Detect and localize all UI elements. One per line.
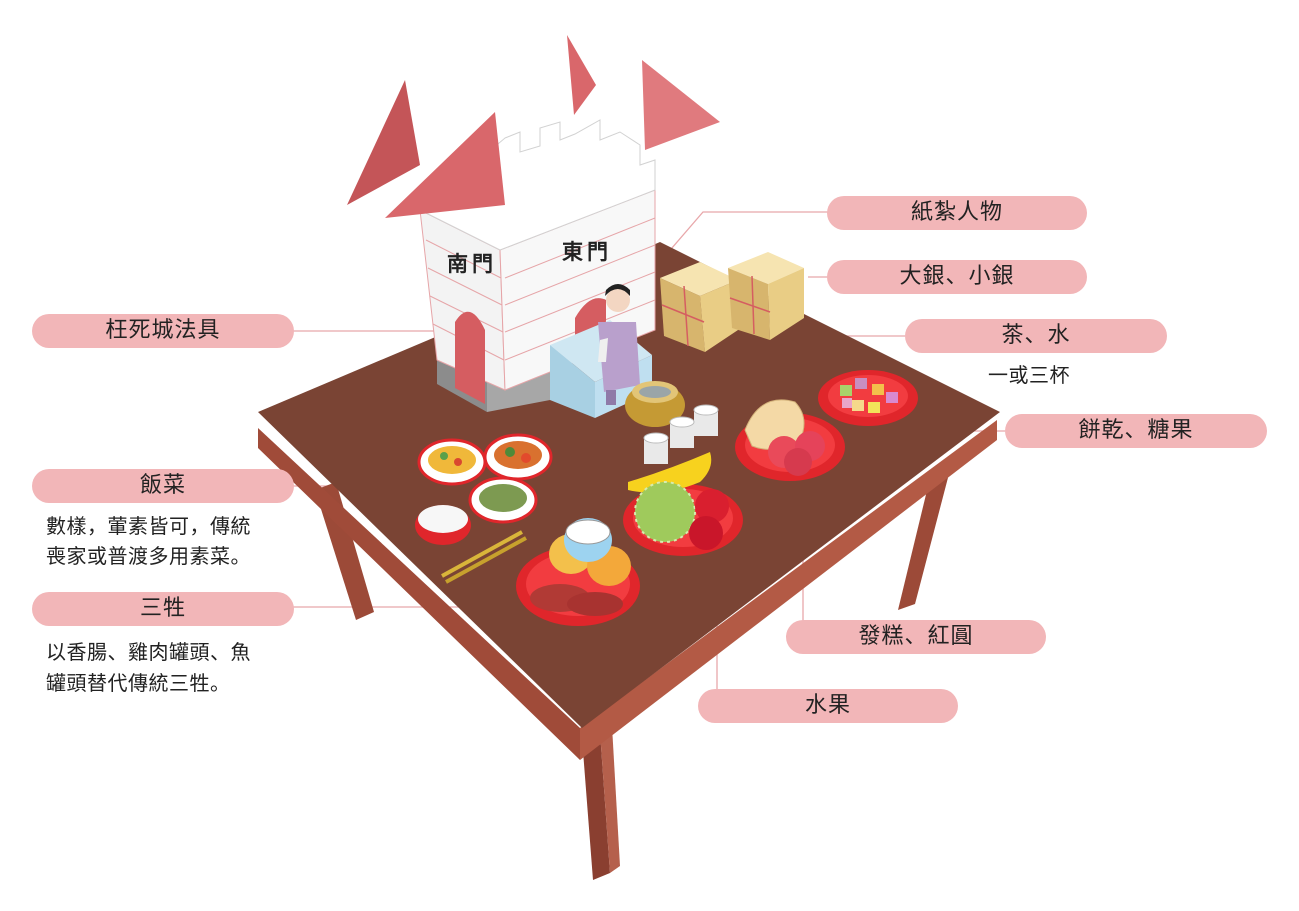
flag-left <box>347 80 420 205</box>
note-three-sacrifices-line-1: 以香腸、雞肉罐頭、魚 <box>46 640 251 664</box>
table-leg-front <box>582 732 610 880</box>
table-apron-left <box>258 428 580 760</box>
label-wrongful-death-city: 枉死城法具 <box>32 314 294 348</box>
dishes <box>415 433 553 584</box>
label-biscuits-candy: 餅乾、糖果 <box>1005 414 1267 448</box>
table-leg-front-side <box>600 726 620 873</box>
flag-top <box>567 35 596 115</box>
label-tea-water: 茶、水 <box>905 319 1167 353</box>
label-dishes: 飯菜 <box>32 469 294 503</box>
fruit-plate <box>623 452 743 556</box>
note-tea-water: 一或三杯 <box>988 363 1070 387</box>
three-sacrifices-plate <box>516 518 640 626</box>
label-three-sacrifices: 三牲 <box>32 592 294 626</box>
table-leg-right <box>898 470 950 610</box>
label-gold-silver: 大銀、小銀 <box>827 260 1087 294</box>
table-apron-front <box>580 420 997 760</box>
label-cakes: 發糕、紅圓 <box>786 620 1046 654</box>
paper-figure <box>550 284 652 418</box>
cakes-plate <box>735 399 845 481</box>
east-gate-sign: 東門 <box>562 239 612 264</box>
tea-cups <box>625 381 719 464</box>
label-fruit: 水果 <box>698 689 958 723</box>
note-dishes-line-2: 喪家或普渡多用素菜。 <box>46 544 251 568</box>
biscuits-candy-plate <box>818 370 918 426</box>
note-three-sacrifices-line-2: 罐頭替代傳統三牲。 <box>46 671 231 695</box>
label-paper-figures: 紙紮人物 <box>827 196 1087 230</box>
gold-silver-paper-boxes <box>660 252 804 352</box>
flag-right <box>642 60 720 150</box>
south-gate-sign: 南門 <box>447 251 497 276</box>
note-dishes-line-1: 數樣，葷素皆可，傳統 <box>46 514 251 538</box>
flag-front <box>385 112 505 218</box>
